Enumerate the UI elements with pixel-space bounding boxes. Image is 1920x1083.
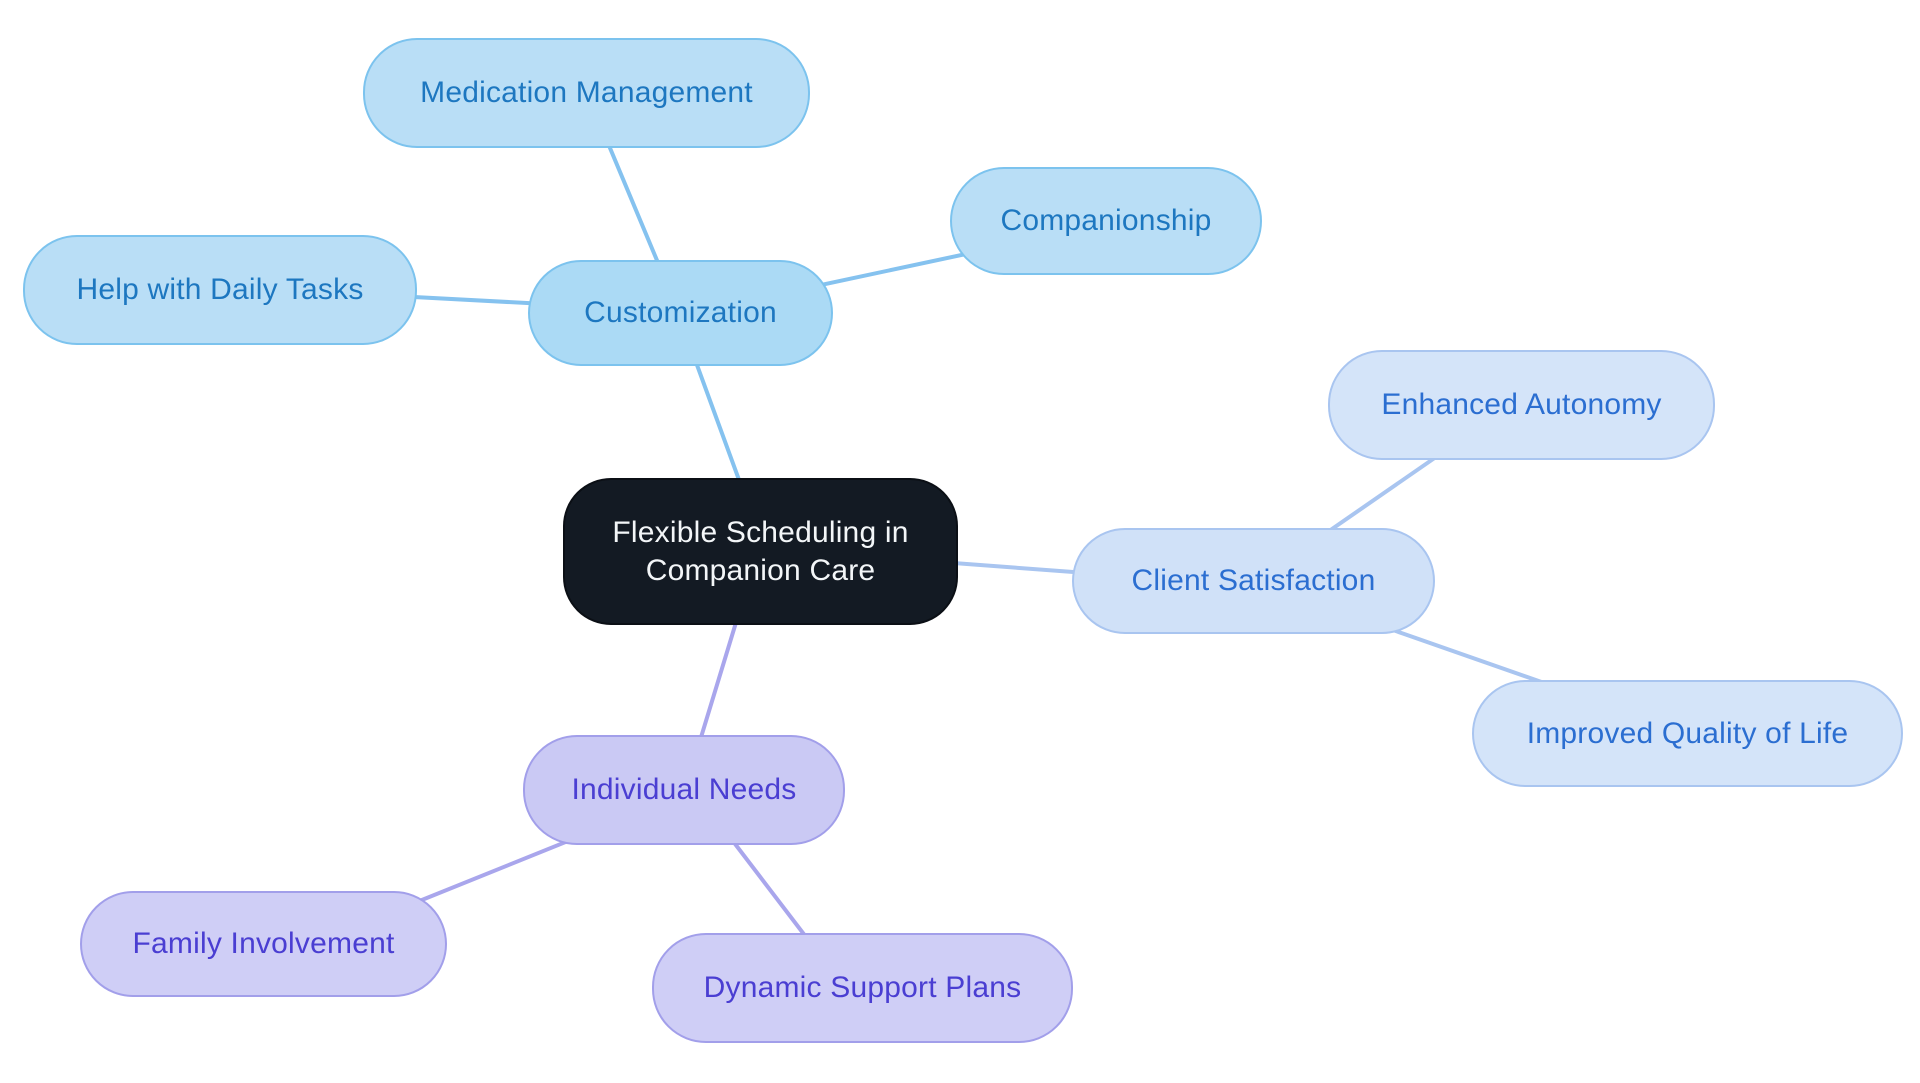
node-enhanced-autonomy[interactable]: Enhanced Autonomy	[1328, 350, 1715, 460]
node-improved-quality-of-life-label: Improved Quality of Life	[1526, 716, 1849, 750]
node-root[interactable]: Flexible Scheduling in Companion Care	[563, 478, 958, 625]
node-help-with-daily-tasks[interactable]: Help with Daily Tasks	[23, 235, 417, 345]
node-companionship-label: Companionship	[1000, 204, 1212, 238]
node-dynamic-support-plans-label: Dynamic Support Plans	[703, 971, 1022, 1005]
node-root-label: Flexible Scheduling in Companion Care	[612, 516, 909, 587]
node-enhanced-autonomy-label: Enhanced Autonomy	[1381, 388, 1662, 422]
node-family-involvement[interactable]: Family Involvement	[80, 891, 447, 997]
node-companionship[interactable]: Companionship	[950, 167, 1262, 275]
node-client-satisfaction-label: Client Satisfaction	[1131, 564, 1376, 598]
node-medication-management-label: Medication Management	[420, 76, 753, 110]
node-client-satisfaction[interactable]: Client Satisfaction	[1072, 528, 1435, 634]
node-customization-label: Customization	[584, 296, 777, 330]
node-help-with-daily-tasks-label: Help with Daily Tasks	[76, 273, 364, 307]
node-dynamic-support-plans[interactable]: Dynamic Support Plans	[652, 933, 1073, 1043]
node-family-involvement-label: Family Involvement	[132, 927, 395, 961]
node-customization[interactable]: Customization	[528, 260, 833, 366]
node-medication-management[interactable]: Medication Management	[363, 38, 810, 148]
node-individual-needs-label: Individual Needs	[571, 773, 797, 807]
node-individual-needs[interactable]: Individual Needs	[523, 735, 845, 845]
node-improved-quality-of-life[interactable]: Improved Quality of Life	[1472, 680, 1903, 787]
